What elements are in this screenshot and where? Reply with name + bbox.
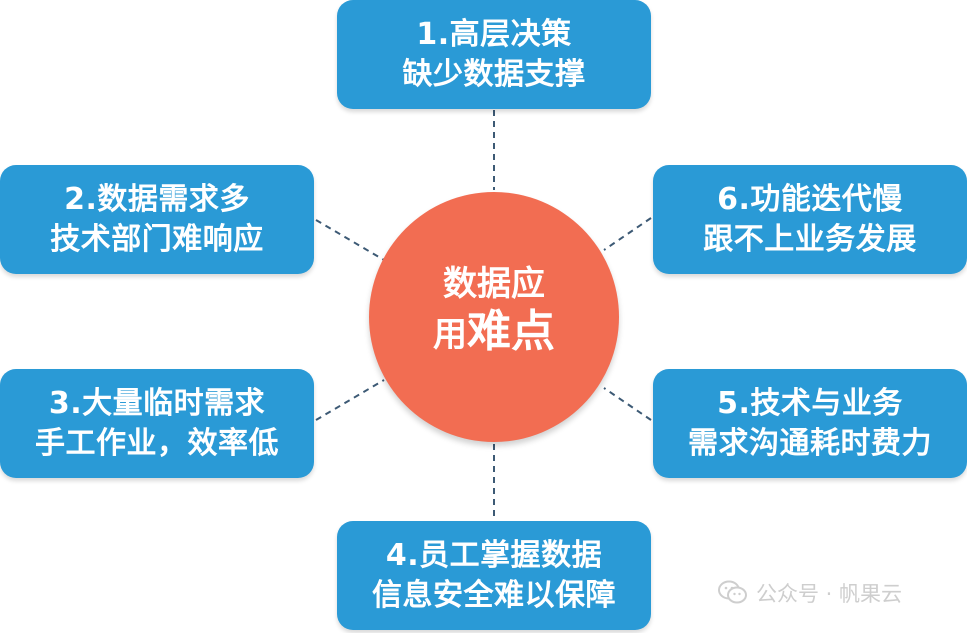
node-3-line1: 3.大量临时需求	[48, 385, 266, 421]
node-3-line2: 手工作业，效率低	[35, 425, 279, 461]
center-title-prefix: 用	[433, 315, 467, 355]
center-title-line2: 用难点	[369, 308, 619, 365]
connector-5	[603, 387, 652, 421]
node-4-line1: 4.员工掌握数据	[385, 537, 603, 573]
center-circle: 数据应 用难点	[369, 192, 619, 442]
node-1-line2: 缺少数据支撑	[402, 56, 586, 92]
node-2-line1: 2.数据需求多	[64, 181, 250, 217]
node-5-line1: 5.技术与业务	[717, 385, 903, 421]
node-box-6: 6.功能迭代慢 跟不上业务发展	[653, 165, 967, 274]
connector-6	[603, 217, 652, 251]
wechat-icon	[718, 580, 747, 604]
center-title-line1: 数据应	[443, 264, 545, 304]
node-6-line1: 6.功能迭代慢	[717, 181, 903, 217]
node-box-2: 2.数据需求多 技术部门难响应	[0, 165, 314, 274]
node-2-line2: 技术部门难响应	[50, 221, 264, 257]
connector-2	[315, 219, 385, 261]
watermark: 公众号 · 帆果云	[718, 578, 902, 608]
node-box-4: 4.员工掌握数据 信息安全难以保障	[337, 521, 651, 630]
node-box-1: 1.高层决策 缺少数据支撑	[337, 0, 651, 109]
node-5-line2: 需求沟通耗时费力	[688, 425, 932, 461]
center-title-emphasis: 难点	[467, 306, 555, 357]
connector-3	[315, 379, 385, 421]
node-4-line2: 信息安全难以保障	[372, 577, 616, 613]
node-box-5: 5.技术与业务 需求沟通耗时费力	[653, 369, 967, 478]
watermark-text: 公众号 · 帆果云	[756, 582, 903, 606]
node-box-3: 3.大量临时需求 手工作业，效率低	[0, 369, 314, 478]
node-1-line1: 1.高层决策	[416, 16, 572, 52]
node-6-line2: 跟不上业务发展	[703, 221, 917, 257]
